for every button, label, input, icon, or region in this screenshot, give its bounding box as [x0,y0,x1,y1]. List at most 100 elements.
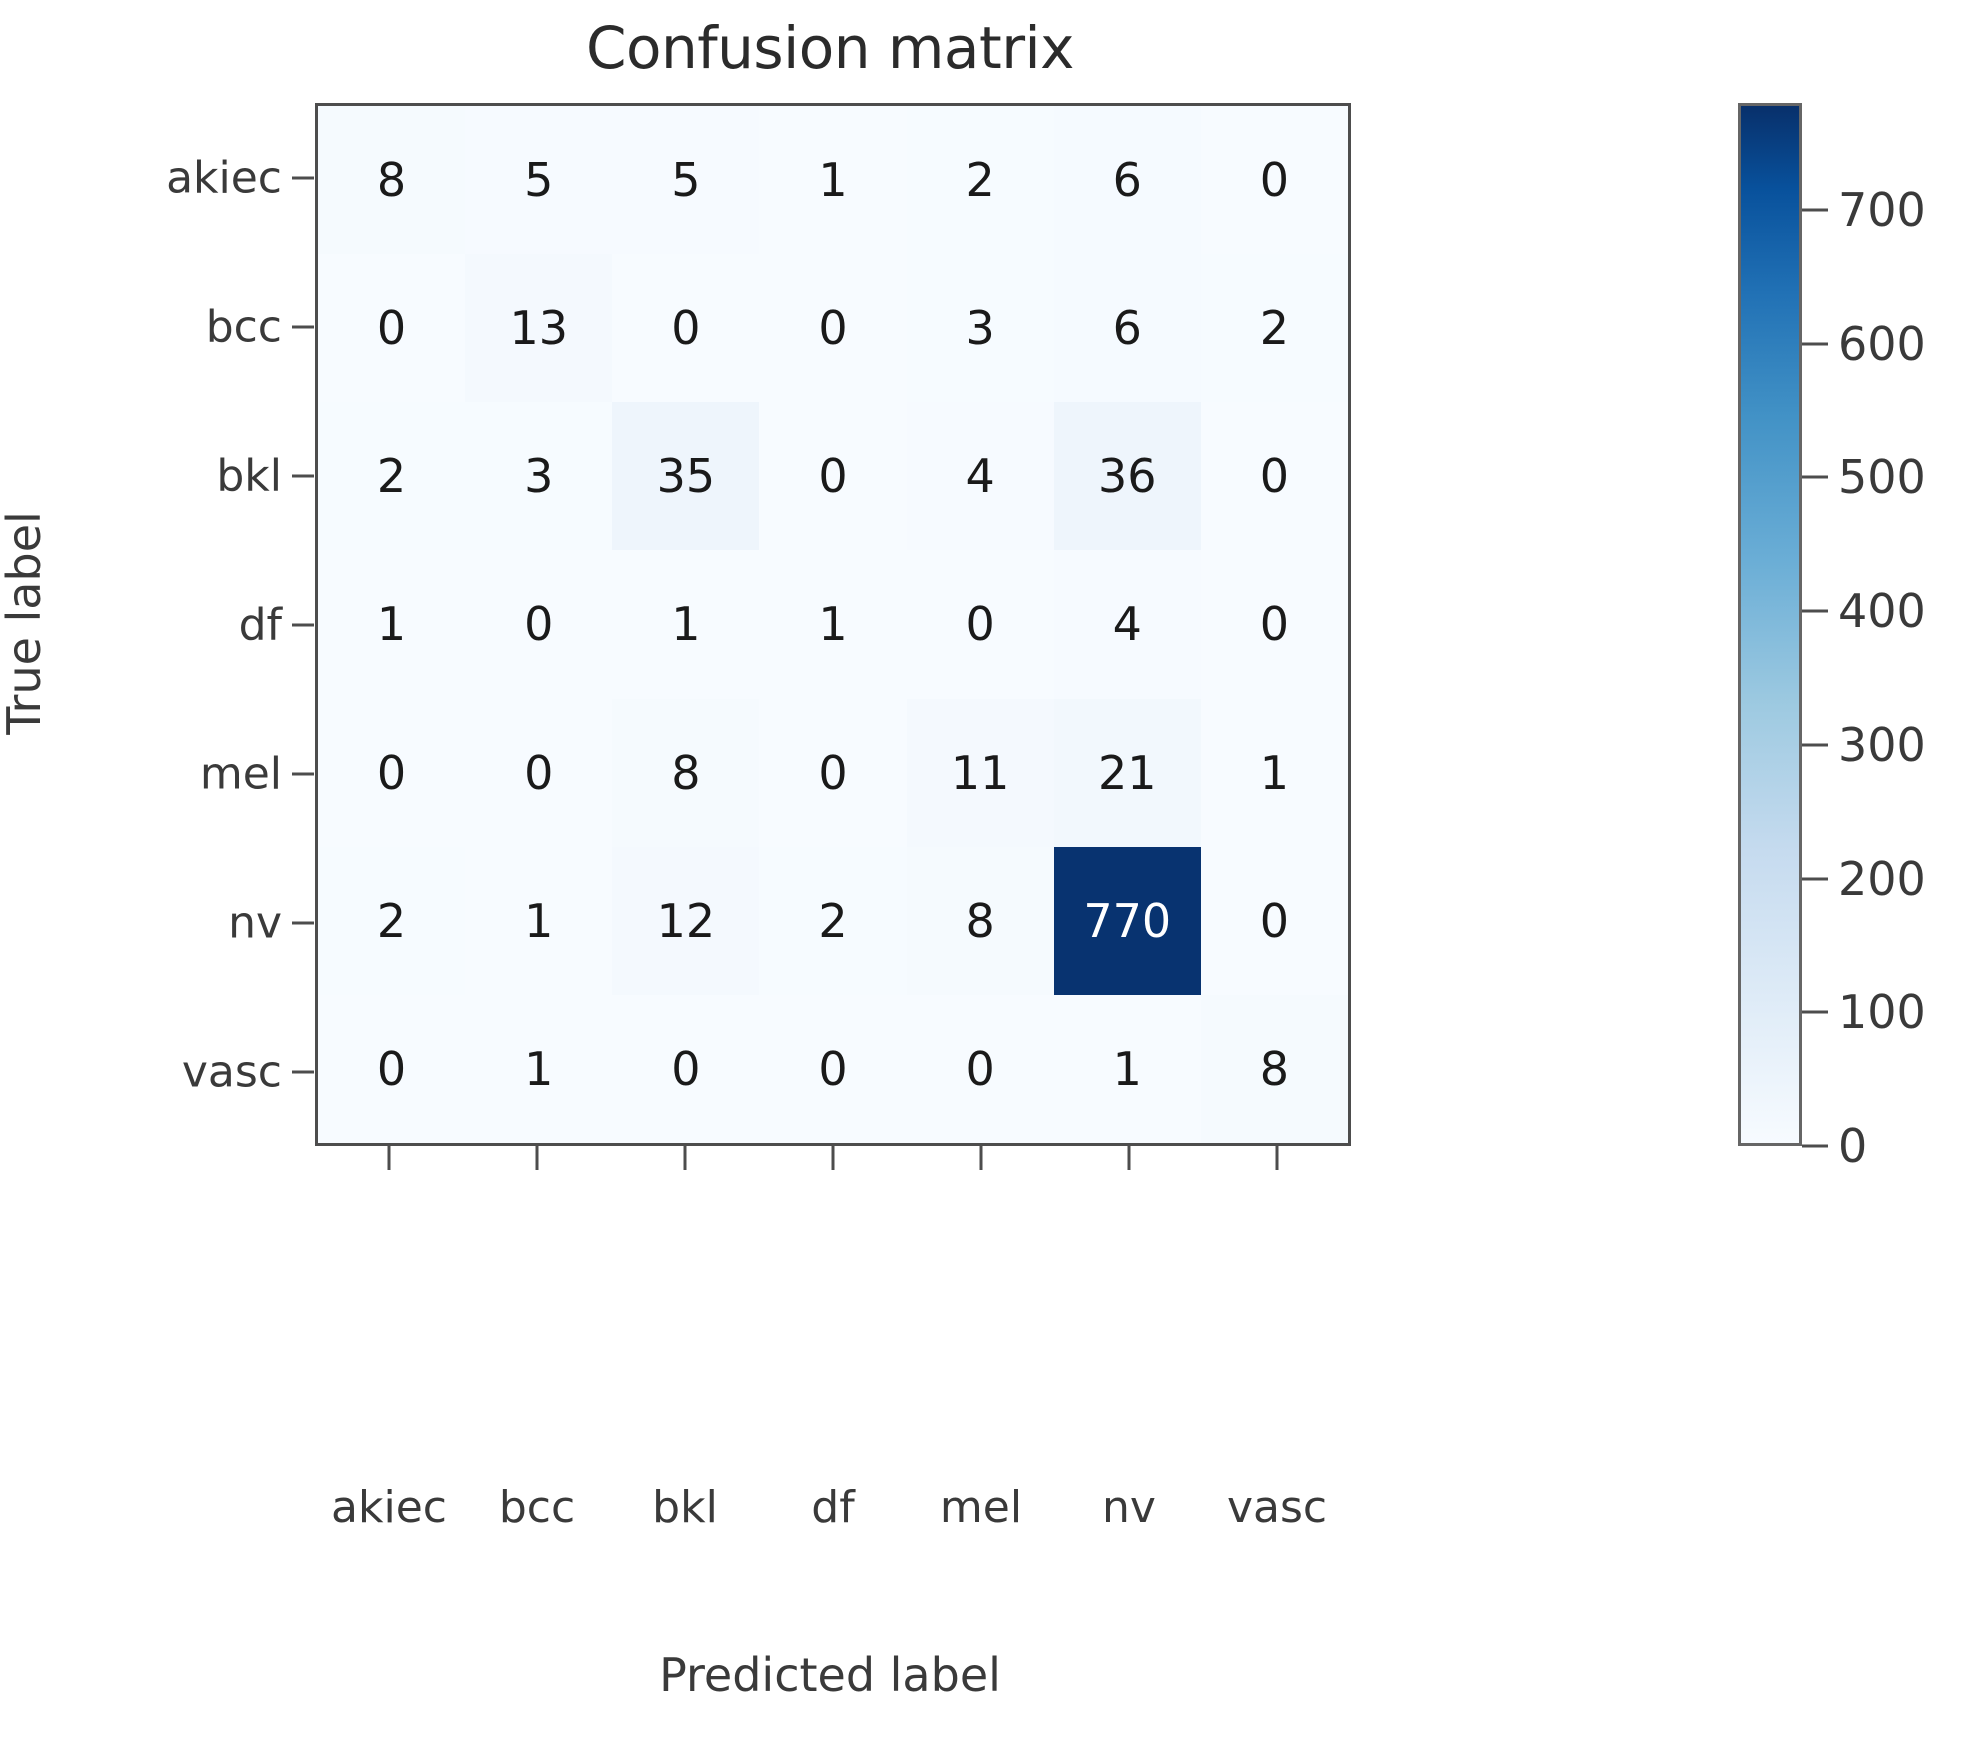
colorbar-tick-label-400: 400 [1838,584,1926,639]
matrix-cell-bcc-df: 0 [759,254,907,403]
matrix-cell-bcc-mel: 3 [906,254,1054,403]
matrix-cell-vasc-mel: 0 [906,994,1054,1143]
colorbar-tick-mark-600 [1802,342,1828,346]
y-tick-label-akiec: akiec [166,152,282,203]
matrix-cell-akiec-nv: 6 [1053,106,1201,255]
matrix-cell-bkl-df: 0 [759,402,907,551]
colorbar-tick-label-700: 700 [1838,182,1926,237]
x-tick-mark-bcc [535,1146,539,1170]
colorbar [1738,103,1828,1148]
matrix-cell-nv-bkl: 12 [612,846,760,995]
x-tick-label-df: df [811,1482,855,1533]
colorbar-tick-label-600: 600 [1838,316,1926,371]
y-tick-mark-akiec [292,176,314,179]
matrix-cell-akiec-df: 1 [759,106,907,255]
y-tick-label-df: df [238,599,282,650]
matrix-cell-bkl-nv: 36 [1053,402,1201,551]
matrix-cell-nv-bcc: 1 [465,846,613,995]
matrix-cell-bcc-vasc: 2 [1200,254,1348,403]
matrix-cell-akiec-bkl: 5 [612,106,760,255]
colorbar-tick-label-200: 200 [1838,851,1926,906]
matrix-cell-nv-df: 2 [759,846,907,995]
y-tick-mark-bkl [292,474,314,477]
matrix-cell-vasc-vasc: 8 [1200,994,1348,1143]
y-tick-label-nv: nv [228,897,282,948]
matrix-cell-vasc-df: 0 [759,994,907,1143]
matrix-cell-vasc-akiec: 0 [318,994,466,1143]
y-tick-mark-mel [292,772,314,775]
matrix-cell-akiec-bcc: 5 [465,106,613,255]
colorbar-tick-mark-200 [1802,877,1828,881]
x-tick-label-vasc: vasc [1226,1482,1328,1533]
x-tick-label-bcc: bcc [498,1482,576,1533]
colorbar-tick-label-300: 300 [1838,717,1926,772]
matrix-cell-mel-nv: 21 [1053,698,1201,847]
colorbar-tick-mark-500 [1802,475,1828,479]
y-tick-label-bkl: bkl [216,450,282,501]
y-tick-mark-vasc [292,1070,314,1073]
matrix-cell-df-df: 1 [759,550,907,699]
matrix-cell-bkl-akiec: 2 [318,402,466,551]
colorbar-tick-label-0: 0 [1838,1119,1868,1173]
matrix-cell-nv-mel: 8 [906,846,1054,995]
matrix-cell-akiec-vasc: 0 [1200,106,1348,255]
colorbar-tick-mark-700 [1802,208,1828,212]
y-tick-mark-nv [292,921,314,924]
x-tick-mark-vasc [1275,1146,1279,1170]
y-tick-mark-bcc [292,325,314,328]
page-title: Confusion matrix [585,14,1075,82]
matrix-cell-df-bkl: 1 [612,550,760,699]
matrix-cell-bcc-bcc: 13 [465,254,613,403]
x-tick-mark-mel [979,1146,983,1170]
x-tick-label-mel: mel [939,1482,1023,1533]
matrix-cell-df-nv: 4 [1053,550,1201,699]
matrix-cell-vasc-bcc: 1 [465,994,613,1143]
matrix-cell-mel-mel: 11 [906,698,1054,847]
matrix-cell-mel-vasc: 1 [1200,698,1348,847]
matrix-cell-akiec-mel: 2 [906,106,1054,255]
matrix-cell-nv-akiec: 2 [318,846,466,995]
matrix-cell-mel-bkl: 8 [612,698,760,847]
colorbar-tick-mark-400 [1802,609,1828,613]
colorbar-gradient [1738,103,1802,1146]
x-tick-mark-df [831,1146,835,1170]
y-axis-label: True label [0,511,51,735]
x-tick-mark-akiec [387,1146,391,1170]
matrix-cell-vasc-nv: 1 [1053,994,1201,1143]
matrix-cell-df-vasc: 0 [1200,550,1348,699]
matrix-cell-bcc-bkl: 0 [612,254,760,403]
x-axis-label: Predicted label [659,1648,1001,1702]
matrix-cell-mel-bcc: 0 [465,698,613,847]
matrix-cell-mel-akiec: 0 [318,698,466,847]
matrix-cell-bcc-akiec: 0 [318,254,466,403]
matrix-cell-akiec-akiec: 8 [318,106,466,255]
matrix-cell-df-akiec: 1 [318,550,466,699]
x-tick-label-bkl: bkl [652,1482,718,1533]
colorbar-tick-mark-100 [1802,1010,1828,1014]
x-tick-label-akiec: akiec [331,1482,447,1533]
matrix-cell-bcc-nv: 6 [1053,254,1201,403]
matrix-cell-bkl-vasc: 0 [1200,402,1348,551]
colorbar-tick-mark-300 [1802,743,1828,747]
y-tick-label-bcc: bcc [205,301,282,352]
y-tick-mark-df [292,623,314,626]
matrix-cell-bkl-mel: 4 [906,402,1054,551]
y-tick-label-vasc: vasc [181,1046,282,1097]
matrix-cell-vasc-bkl: 0 [612,994,760,1143]
matrix-cell-mel-df: 0 [759,698,907,847]
x-tick-mark-bkl [683,1146,687,1170]
colorbar-tick-label-500: 500 [1838,450,1926,505]
colorbar-tick-mark-0 [1802,1144,1828,1148]
y-tick-label-mel: mel [199,748,282,799]
x-tick-label-nv: nv [1102,1482,1156,1533]
matrix-cell-nv-nv: 770 [1053,846,1201,995]
colorbar-tick-label-100: 100 [1838,985,1926,1040]
matrix-cell-df-bcc: 0 [465,550,613,699]
matrix-cell-nv-vasc: 0 [1200,846,1348,995]
matrix-cell-df-mel: 0 [906,550,1054,699]
x-tick-mark-nv [1127,1146,1131,1170]
matrix-cell-bkl-bkl: 35 [612,402,760,551]
